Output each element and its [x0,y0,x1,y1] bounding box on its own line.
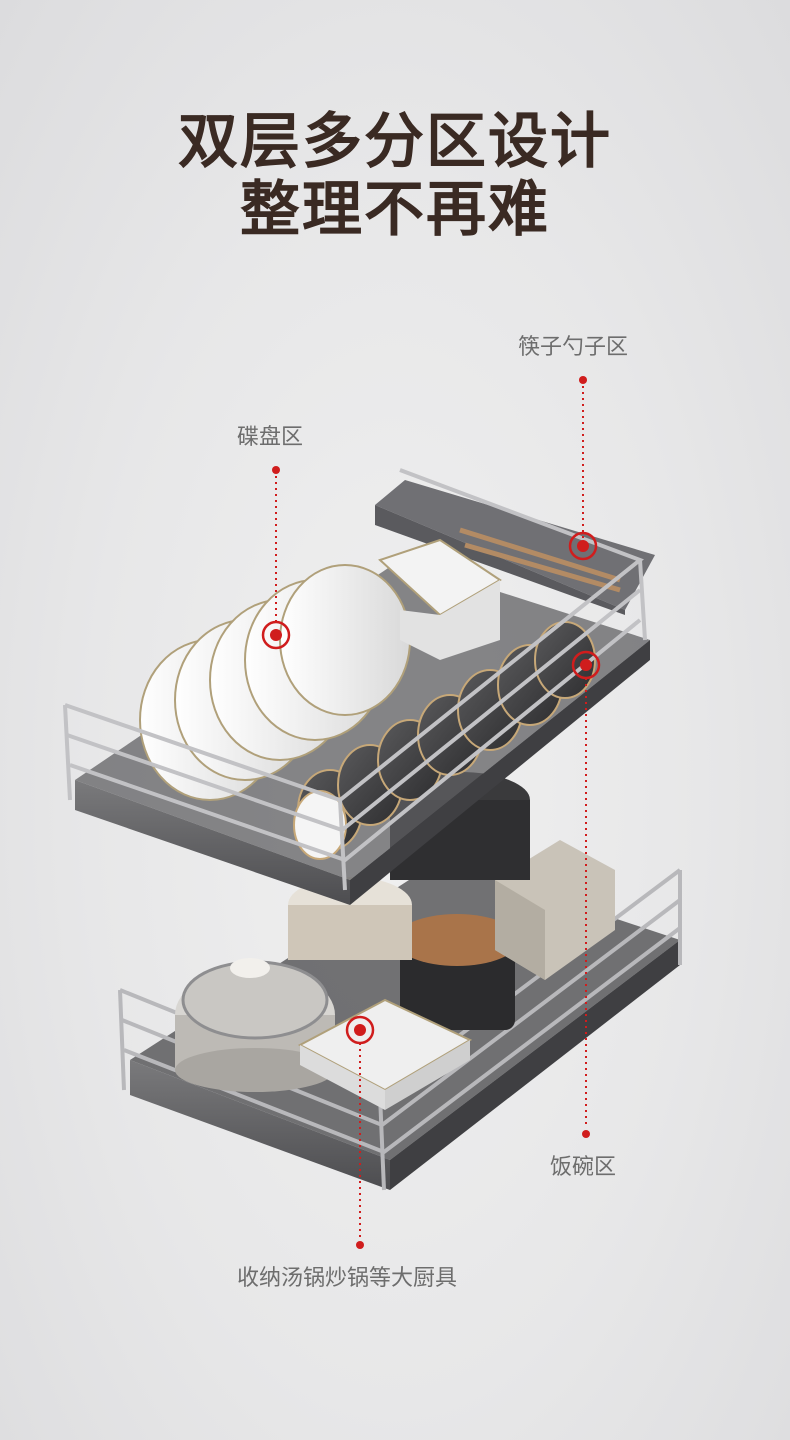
marker-chopsticks [568,376,598,561]
headline-line-2: 整理不再难 [240,175,550,245]
zone-label-plates: 碟盘区 [237,425,304,450]
marker-plates [261,466,291,650]
headline-line-1: 双层多分区设计 [178,107,612,177]
zone-label-chopsticks: 筷子勺子区 [518,335,629,360]
marker-bowls [571,650,601,1138]
upper-basket [63,468,655,905]
zone-label-cookware: 收纳汤锅炒锅等大厨具 [237,1266,458,1291]
zone-label-bowls: 饭碗区 [550,1155,617,1180]
marker-cookware [345,1015,375,1249]
